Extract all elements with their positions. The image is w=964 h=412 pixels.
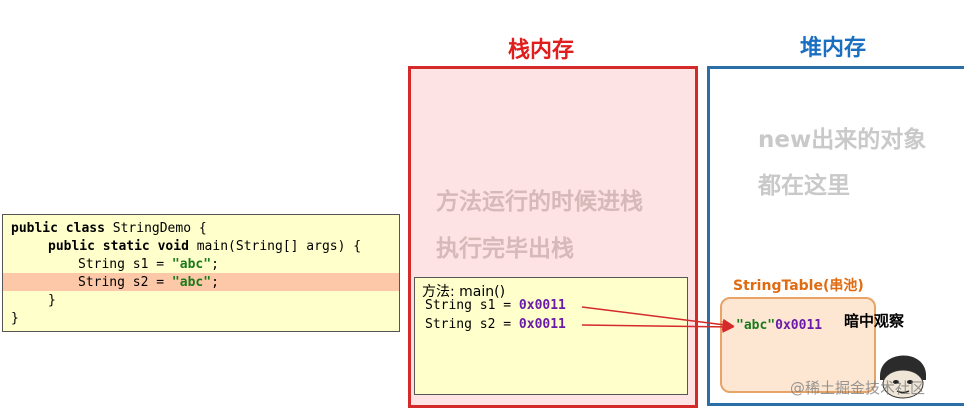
frame-line-s1: String s1 = 0x0011 [425, 298, 566, 313]
frame-line-s2: String s2 = 0x0011 [425, 317, 566, 332]
code-line-1: public class StringDemo { [11, 221, 207, 236]
code-text: ; [211, 257, 219, 272]
code-text: } [11, 311, 19, 326]
code-highlight-row [3, 273, 399, 291]
pool-address: 0x0011 [775, 318, 823, 333]
code-text: String s2 = [78, 275, 172, 290]
code-line-3: String s1 = "abc"; [78, 257, 219, 272]
code-text: } [48, 293, 56, 308]
face-mouth [896, 390, 910, 394]
heap-description-line-1: new出来的对象 [758, 127, 927, 153]
face-eye-right [907, 380, 913, 384]
frame-address: 0x0011 [518, 298, 566, 313]
code-text: main(String[] args) { [188, 239, 362, 254]
stack-title: 栈内存 [508, 38, 575, 63]
code-string: "abc" [171, 257, 212, 272]
peeking-face-icon [880, 355, 926, 399]
code-text: StringDemo { [104, 221, 207, 236]
code-line-5: } [48, 293, 56, 308]
face-eye-left [893, 380, 899, 384]
heap-description-line-2: 都在这里 [758, 173, 850, 199]
stack-description-line-2: 执行完毕出栈 [436, 236, 574, 262]
code-line-6: } [11, 311, 19, 326]
watermark-text: @稀土掘金技术社区 [790, 379, 926, 397]
string-pool-entry: "abc"0x0011 [736, 318, 822, 333]
code-line-2: public static void main(String[] args) { [48, 239, 361, 254]
stack-description-line-1: 方法运行的时候进栈 [436, 189, 643, 215]
code-string: "abc" [171, 275, 212, 290]
heap-title: 堆内存 [800, 36, 867, 61]
method-frame [414, 277, 688, 395]
pool-string: "abc" [736, 318, 776, 333]
method-frame-label: 方法: main() [422, 284, 506, 300]
code-text: String s1 = [78, 257, 172, 272]
frame-text: String s2 = [425, 317, 519, 332]
code-keyword: public [11, 221, 58, 236]
code-keyword: static [102, 239, 150, 254]
code-line-4: String s2 = "abc"; [78, 275, 219, 290]
face-skin [882, 369, 924, 399]
frame-text: String s1 = [425, 298, 519, 313]
frame-address: 0x0011 [518, 317, 566, 332]
string-table-label: StringTable(串池) [733, 278, 864, 294]
caption-text: 暗中观察 [844, 312, 905, 330]
code-keyword: public [48, 239, 95, 254]
code-keyword: void [157, 239, 189, 254]
code-keyword: class [65, 221, 105, 236]
code-text: ; [211, 275, 219, 290]
code-panel: public class StringDemo { public static … [2, 214, 400, 332]
string-pool-box [720, 297, 876, 393]
